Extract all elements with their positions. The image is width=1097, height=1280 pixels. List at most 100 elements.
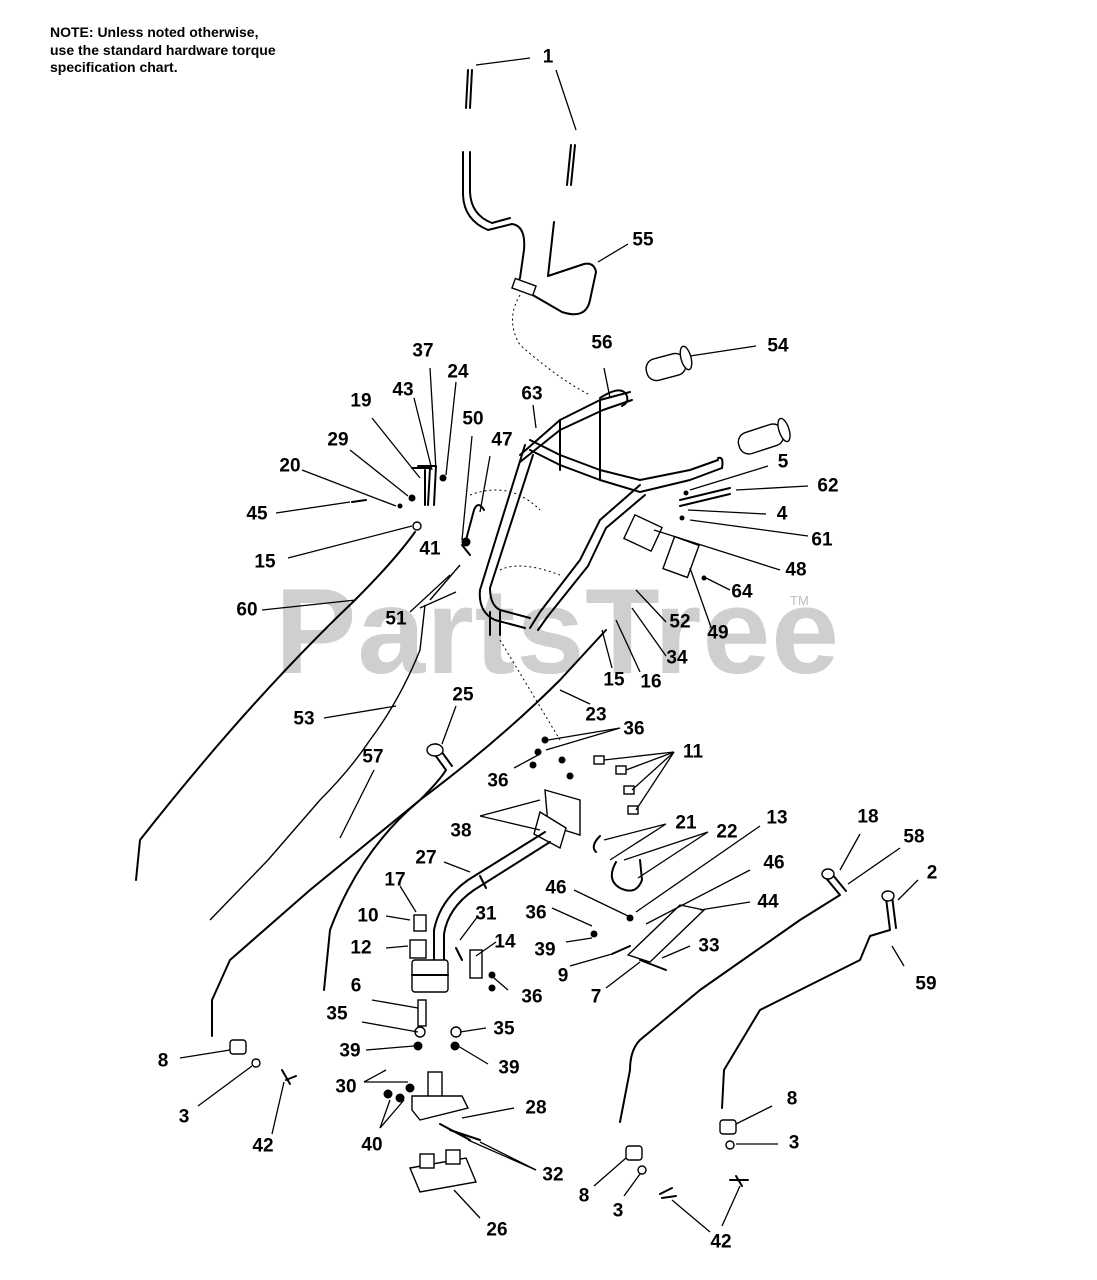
callout-36-b: 36 bbox=[487, 770, 509, 792]
callout-58: 58 bbox=[903, 826, 925, 848]
callout-9: 9 bbox=[557, 965, 569, 987]
callout-44: 44 bbox=[757, 891, 779, 913]
callout-8-right: 8 bbox=[786, 1088, 798, 1110]
callout-13: 13 bbox=[766, 807, 788, 829]
bracket-26 bbox=[409, 1149, 477, 1193]
callout-4: 4 bbox=[776, 503, 788, 525]
callout-51: 51 bbox=[385, 608, 407, 630]
callout-62: 62 bbox=[817, 475, 839, 497]
callout-38: 38 bbox=[450, 820, 472, 842]
control-bail-55 bbox=[462, 151, 597, 396]
callout-42-left: 42 bbox=[252, 1135, 274, 1157]
callout-57: 57 bbox=[362, 746, 384, 768]
callout-18: 18 bbox=[857, 806, 879, 828]
callout-30: 30 bbox=[335, 1076, 357, 1098]
callout-11: 11 bbox=[682, 741, 704, 763]
callout-16: 16 bbox=[640, 671, 662, 693]
callout-22: 22 bbox=[716, 821, 738, 843]
callout-39-a: 39 bbox=[534, 939, 556, 961]
washers-35-39 bbox=[413, 1026, 462, 1051]
callout-39-b: 39 bbox=[339, 1040, 361, 1062]
callout-7: 7 bbox=[590, 986, 602, 1008]
callout-8-left: 8 bbox=[157, 1050, 169, 1072]
callout-3-right: 3 bbox=[788, 1132, 800, 1154]
callout-50: 50 bbox=[462, 408, 484, 430]
callout-63: 63 bbox=[521, 383, 543, 405]
callout-46-b: 46 bbox=[545, 877, 567, 899]
shaft-27 bbox=[433, 831, 551, 961]
bracket-44 bbox=[590, 904, 706, 971]
brackets-right bbox=[622, 487, 731, 581]
callout-24: 24 bbox=[447, 361, 469, 383]
callout-20: 20 bbox=[279, 455, 301, 477]
callout-61: 61 bbox=[811, 529, 833, 551]
hardware-left bbox=[229, 1039, 297, 1085]
callout-42-right: 42 bbox=[710, 1231, 732, 1253]
rod-59 bbox=[721, 890, 897, 1109]
callout-33: 33 bbox=[698, 935, 720, 957]
callout-35-b: 35 bbox=[493, 1018, 515, 1040]
callout-36-d: 36 bbox=[521, 986, 543, 1008]
callout-31: 31 bbox=[475, 903, 497, 925]
callout-28: 28 bbox=[525, 1097, 547, 1119]
handlebar-frame bbox=[469, 389, 724, 636]
torque-note: NOTE: Unless noted otherwise, use the st… bbox=[50, 24, 276, 75]
cables bbox=[135, 531, 461, 921]
callout-12: 12 bbox=[350, 937, 372, 959]
callout-36-a: 36 bbox=[623, 718, 645, 740]
callout-59: 59 bbox=[915, 973, 937, 995]
callout-8-mid: 8 bbox=[578, 1185, 590, 1207]
callout-43: 43 bbox=[392, 379, 414, 401]
callout-2: 2 bbox=[926, 862, 938, 884]
callout-19: 19 bbox=[350, 390, 372, 412]
rod-58 bbox=[619, 868, 847, 1123]
callout-64: 64 bbox=[731, 581, 753, 603]
callout-1: 1 bbox=[542, 46, 554, 68]
callout-56: 56 bbox=[591, 332, 613, 354]
callout-10: 10 bbox=[357, 905, 379, 927]
callout-15-left: 15 bbox=[254, 551, 276, 573]
leader-lines bbox=[179, 57, 919, 1233]
callout-17: 17 bbox=[384, 869, 406, 891]
callout-45: 45 bbox=[246, 503, 268, 525]
callout-34: 34 bbox=[666, 647, 688, 669]
callout-46-a: 46 bbox=[763, 852, 785, 874]
callout-3-mid: 3 bbox=[612, 1200, 624, 1222]
cable-1-segments bbox=[465, 69, 576, 186]
hardware-right bbox=[625, 1119, 749, 1199]
callout-39-c: 39 bbox=[498, 1057, 520, 1079]
rod-23 bbox=[323, 629, 607, 991]
callout-35-a: 35 bbox=[326, 1003, 348, 1025]
callout-3-left: 3 bbox=[178, 1106, 190, 1128]
callout-25: 25 bbox=[452, 684, 474, 706]
hand-grips-54 bbox=[645, 345, 791, 455]
callout-27: 27 bbox=[415, 847, 437, 869]
bracket-28 bbox=[383, 1071, 481, 1141]
callout-23: 23 bbox=[585, 704, 607, 726]
pivot-assembly bbox=[409, 914, 496, 1027]
callout-41: 41 bbox=[419, 538, 441, 560]
watermark-trademark: TM bbox=[790, 593, 809, 608]
shift-rod-25 bbox=[211, 743, 453, 1037]
callout-60: 60 bbox=[236, 599, 258, 621]
callout-32: 32 bbox=[542, 1164, 564, 1186]
callout-14: 14 bbox=[494, 931, 516, 953]
callout-40: 40 bbox=[361, 1134, 383, 1156]
callout-55: 55 bbox=[632, 229, 654, 251]
callout-52: 52 bbox=[669, 611, 691, 633]
callout-15-right: 15 bbox=[603, 669, 625, 691]
callout-5: 5 bbox=[777, 451, 789, 473]
callout-21: 21 bbox=[675, 812, 697, 834]
lever-assembly bbox=[351, 465, 485, 556]
callout-48: 48 bbox=[785, 559, 807, 581]
callout-53: 53 bbox=[293, 708, 315, 730]
mounting-plate-38 bbox=[529, 736, 643, 892]
callout-37: 37 bbox=[412, 340, 434, 362]
callout-29: 29 bbox=[327, 429, 349, 451]
callout-47: 47 bbox=[491, 429, 513, 451]
callout-36-c: 36 bbox=[525, 902, 547, 924]
callout-26: 26 bbox=[486, 1219, 508, 1241]
callout-54: 54 bbox=[767, 335, 789, 357]
